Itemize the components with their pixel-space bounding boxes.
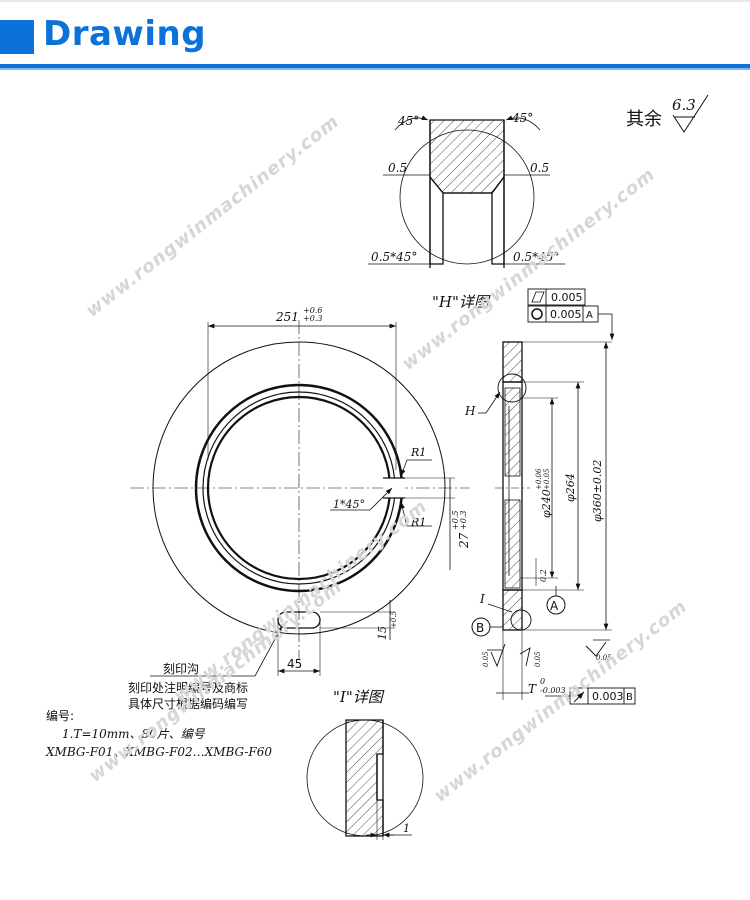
- roughness-left: 0.05: [482, 651, 490, 667]
- roughness-mid: 0.05: [534, 651, 542, 667]
- roughness-marks: 0.05 0.05 0.05: [482, 639, 612, 668]
- detail-h-dim-left: 0.5: [388, 161, 407, 175]
- chamfer-1x45: 1*45°: [333, 498, 365, 511]
- runout-datum: B: [626, 692, 633, 703]
- header-accent-block: [0, 20, 34, 54]
- front-view: 251 +0.6 +0.3 R1 R1 1*45° 27 +0.5 +0.3 1…: [130, 306, 471, 677]
- detail-h-chamfer-right: 0.5*45°: [513, 250, 559, 264]
- thickness-tol-upper: 0: [540, 677, 545, 686]
- dim-251: 251: [275, 310, 299, 324]
- dim-240-tol-lower: +0.05: [543, 468, 551, 490]
- side-label-i: I: [479, 592, 485, 606]
- numbering-line-1: 1.T=10mm、80片、编号: [62, 727, 206, 741]
- engrave-line-1: 刻印处注明编号及商标: [128, 680, 248, 695]
- dim-251-tol-upper: +0.6: [303, 306, 322, 315]
- page-title: Drawing: [43, 14, 207, 54]
- numbering-line-2: XMBG-F01、XMBG-F02…XMBG-F60: [45, 745, 272, 759]
- thickness-tol-lower: -0.003: [540, 686, 566, 695]
- dim-15: 15: [376, 626, 389, 640]
- detail-h-title: "H"详图: [432, 293, 491, 311]
- detail-h-chamfer-left: 0.5*45°: [371, 250, 417, 264]
- roughness-symbol-main: 其余 6.3: [626, 94, 709, 133]
- roughness-label: 其余: [626, 109, 662, 130]
- header-top-line: [0, 0, 750, 2]
- numbering-title: 编号:: [46, 708, 74, 723]
- engrave-groove: 刻印沟: [163, 662, 199, 676]
- technical-drawing: 其余 6.3 45° 45° 0.5 0.5 0.5*45° 0.5*45° "…: [45, 94, 709, 840]
- dim-45: 45: [287, 657, 302, 671]
- detail-h-dim-right: 0.5: [530, 161, 549, 175]
- dim-240-tol-upper: +0.06: [535, 468, 543, 490]
- page-header: Drawing: [0, 0, 750, 70]
- detail-i-title: "I"详图: [333, 688, 385, 706]
- radius-bottom: R1: [410, 516, 426, 529]
- side-label-h: H: [464, 404, 476, 418]
- dim-27: 27: [457, 532, 471, 549]
- dim-27-tol-lower: +0.3: [459, 511, 468, 530]
- dim-15-tol: +0.5: [390, 610, 398, 628]
- roughness-right: 0.05: [596, 654, 612, 662]
- engrave-line-2: 具体尺寸根据编码编写: [128, 696, 248, 711]
- engrave-notes: 刻印沟 刻印处注明编号及商标 具体尺寸根据编码编写 编号: 1.T=10mm、8…: [45, 662, 272, 759]
- header-underline-light: [0, 68, 750, 70]
- datum-a: A: [550, 599, 559, 613]
- concentricity-value: 0.005: [550, 308, 582, 321]
- detail-h-angle-left: 45°: [397, 114, 419, 128]
- flatness-frame: 0.005: [527, 288, 586, 306]
- flatness-value: 0.005: [551, 291, 583, 304]
- side-view: φ360±0.02 φ264 φ240 +0.06 +0.05 0.2 H I …: [464, 288, 636, 705]
- concentricity-frame: 0.005 A: [527, 305, 615, 340]
- dim-27-tol-upper: +0.5: [451, 511, 460, 530]
- detail-i: "I"详图 1: [306, 688, 424, 840]
- datum-b: B: [476, 621, 484, 635]
- dim-0-2: 0.2: [539, 569, 548, 582]
- dim-240: φ240: [540, 489, 553, 518]
- header-underline: [0, 64, 750, 68]
- runout-value: 0.003: [592, 690, 624, 703]
- thickness-label: T: [528, 682, 537, 696]
- detail-i-dim: 1: [403, 822, 410, 835]
- dim-264: φ264: [564, 473, 577, 502]
- concentricity-datum: A: [586, 310, 593, 321]
- detail-h-angle-right: 45°: [511, 111, 533, 125]
- dim-251-tol-lower: +0.3: [303, 314, 322, 323]
- dim-360: φ360±0.02: [591, 460, 604, 522]
- detail-h: 45° 45° 0.5 0.5 0.5*45° 0.5*45° "H"详图: [368, 111, 565, 311]
- roughness-value: 6.3: [672, 96, 696, 114]
- runout-frame: 0.003 B: [545, 687, 636, 705]
- radius-top: R1: [410, 446, 426, 459]
